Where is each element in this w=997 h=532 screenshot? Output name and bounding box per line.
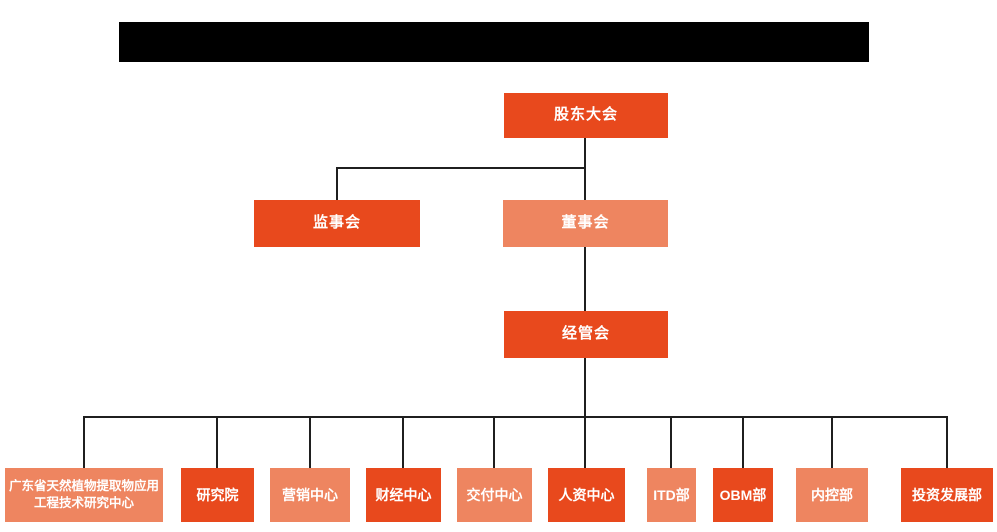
node-dept-delivery-center: 交付中心 [457, 468, 532, 522]
node-dept-marketing-center: 营销中心 [270, 468, 350, 522]
node-dept-research-center: 广东省天然植物提取物应用工程技术研究中心 [5, 468, 163, 522]
connector-board-management [584, 247, 586, 311]
node-dept-itd: ITD部 [647, 468, 696, 522]
connector-management-bus [584, 358, 586, 417]
connector-drop-delivery [493, 416, 495, 468]
node-dept-finance-center: 财经中心 [366, 468, 441, 522]
connector-drop-finance [402, 416, 404, 468]
connector-branch-supervisory [336, 167, 586, 169]
connector-drop-supervisory [336, 167, 338, 200]
node-label: 董事会 [561, 214, 610, 232]
node-label: 监事会 [312, 214, 361, 232]
node-shareholders-meeting: 股东大会 [504, 93, 668, 138]
connector-drop-research-institute [216, 416, 218, 468]
node-label: 广东省天然植物提取物应用工程技术研究中心 [8, 479, 159, 510]
node-dept-internal-control: 内控部 [796, 468, 868, 522]
node-dept-investment-development: 投资发展部 [901, 468, 993, 522]
redacted-title-bar [119, 22, 869, 62]
node-management-committee: 经管会 [504, 311, 668, 358]
node-label: 人资中心 [558, 486, 615, 503]
connector-drop-marketing [309, 416, 311, 468]
connector-drop-internal-control [831, 416, 833, 468]
node-dept-research-institute: 研究院 [181, 468, 254, 522]
node-supervisory-board: 监事会 [254, 200, 420, 247]
node-label: 股东大会 [553, 106, 618, 124]
connector-drop-hr [584, 416, 586, 468]
node-label: 交付中心 [466, 486, 523, 503]
connector-drop-investment [946, 416, 948, 468]
node-board-of-directors: 董事会 [503, 200, 668, 247]
node-label: 投资发展部 [912, 486, 982, 503]
connector-drop-obm [742, 416, 744, 468]
node-label: 营销中心 [282, 486, 338, 503]
node-label: 经管会 [561, 325, 610, 343]
connector-drop-itd [670, 416, 672, 468]
node-label: OBM部 [719, 486, 767, 503]
node-label: 内控部 [811, 486, 853, 503]
node-dept-obm: OBM部 [713, 468, 773, 522]
node-label: ITD部 [653, 486, 690, 503]
connector-shareholders-board [584, 138, 586, 200]
connector-drop-research-center [83, 416, 85, 468]
node-label: 财经中心 [375, 486, 432, 503]
connector-department-bus [84, 416, 948, 418]
node-dept-hr-center: 人资中心 [548, 468, 625, 522]
node-label: 研究院 [196, 486, 239, 503]
